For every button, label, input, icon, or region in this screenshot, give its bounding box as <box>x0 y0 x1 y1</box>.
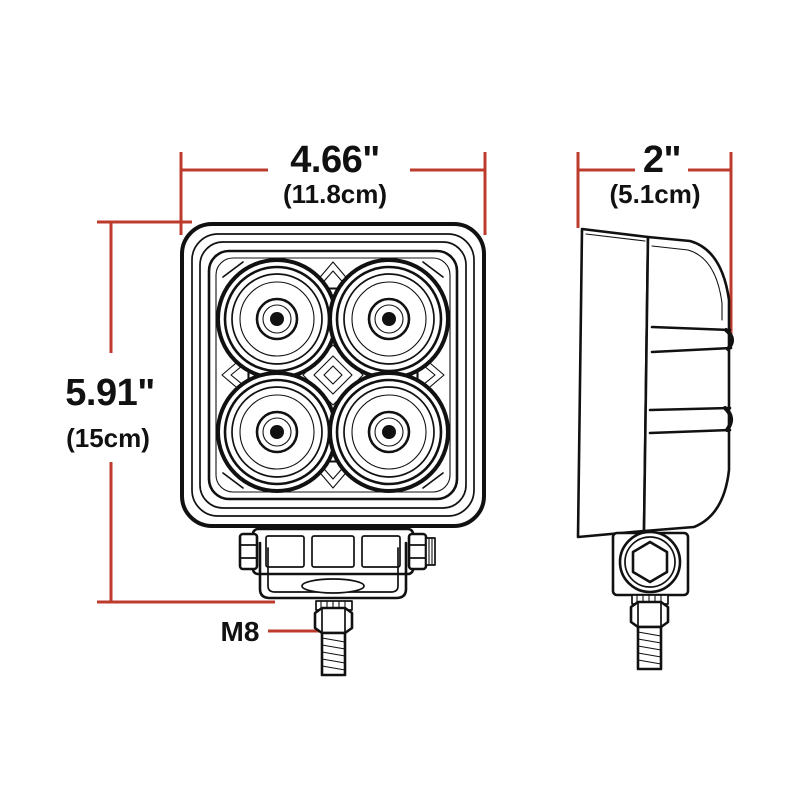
bolt-threads <box>321 637 346 671</box>
bolt-hex-nut <box>629 600 670 629</box>
bracket-slot-2 <box>311 535 355 568</box>
side-housing-body <box>642 235 731 533</box>
bracket-slot-1 <box>265 535 305 568</box>
led-bottom-left <box>216 371 338 493</box>
led-top-right <box>328 258 450 380</box>
led-emitter-dot <box>382 425 396 439</box>
side-lens-face <box>576 227 650 539</box>
led-emitter-dot <box>270 312 284 326</box>
depth-dimension-value: 2" <box>643 139 681 181</box>
bolt-left-head <box>238 532 259 571</box>
bolt-right-washer <box>425 537 436 566</box>
bracket-bolt-left <box>238 532 259 571</box>
led-top-left <box>216 258 338 380</box>
side-housing-inner-edge <box>651 245 723 321</box>
width-dimension-metric: (11.8cm) <box>283 179 387 209</box>
bracket-strap <box>258 541 408 600</box>
dimension-text-group: 4.66" (11.8cm) 5.91" (15cm) 2" (5.1cm) M… <box>65 139 700 647</box>
led-emitter-dot <box>270 425 284 439</box>
side-fin-tip-lower <box>723 406 733 432</box>
front-view <box>180 222 486 677</box>
bolt-threads <box>637 631 662 665</box>
side-mounting-boss <box>611 530 690 597</box>
led-bottom-right <box>328 371 450 493</box>
width-dimension-value: 4.66" <box>290 139 379 181</box>
height-dimension-value: 5.91" <box>65 372 154 414</box>
side-m8-bolt <box>629 594 670 671</box>
bracket-slot-3 <box>361 535 401 568</box>
side-fin-tip-upper <box>724 328 734 351</box>
height-dimension-metric: (15cm) <box>66 423 150 453</box>
bolt-hex-nut <box>313 606 354 635</box>
front-housing <box>180 222 486 528</box>
bracket-center-boss <box>301 578 365 594</box>
bolt-callout-label: M8 <box>221 616 260 647</box>
front-m8-bolt <box>313 600 354 677</box>
depth-dimension-metric: (5.1cm) <box>609 179 700 209</box>
bolt-right-head <box>407 532 428 571</box>
led-emitter-dot <box>382 312 396 326</box>
side-cooling-fins <box>648 325 733 435</box>
front-mounting-bracket <box>238 527 436 600</box>
bracket-bolt-right <box>407 532 436 571</box>
side-lens-edge-highlight <box>585 233 646 242</box>
boss-hex-nut <box>631 540 669 584</box>
side-view <box>576 227 734 671</box>
